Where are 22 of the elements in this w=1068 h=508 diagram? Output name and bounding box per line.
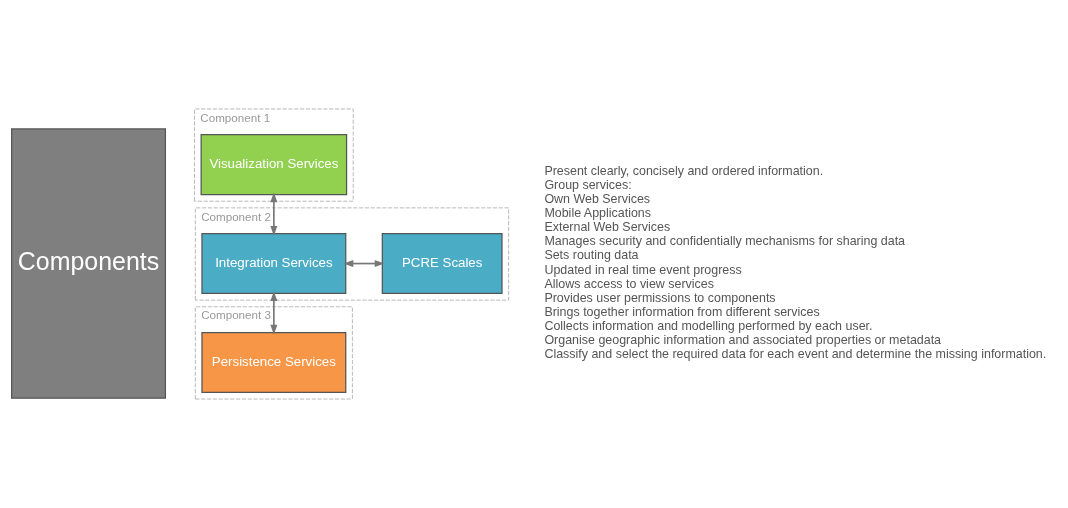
label: Organise geographic information and associated properties or metadata [544,333,942,348]
label: Classify and select the required data for each event and determine the missing information. [544,347,1047,362]
label: Brings together information from different services [544,304,820,319]
label: Mobile Applications [544,206,651,221]
label: Sets routing data [544,248,639,263]
node-box: PCRE Scales [381,233,503,295]
label: Provides user permissions to components [544,290,776,305]
label: Allows access to view services [544,276,714,291]
node-box: Persistence Services [201,331,347,393]
node-box: Visualization Services [200,134,348,196]
label: External Web Services [544,220,671,235]
node-box: Components [11,128,167,399]
arrow [270,291,278,335]
label: Collects information and modelling performed by each user. [544,319,873,334]
label: Updated in real time event progress [544,262,742,277]
arrow [270,192,278,236]
node-box: Integration Services [201,233,347,295]
arrow [343,260,385,268]
label: Own Web Services [544,191,651,206]
label: Present clearly, concisely and ordered information. [544,163,824,178]
label: Group services: [544,177,632,192]
label: Manages security and confidentially mechanisms for sharing data [544,234,906,249]
